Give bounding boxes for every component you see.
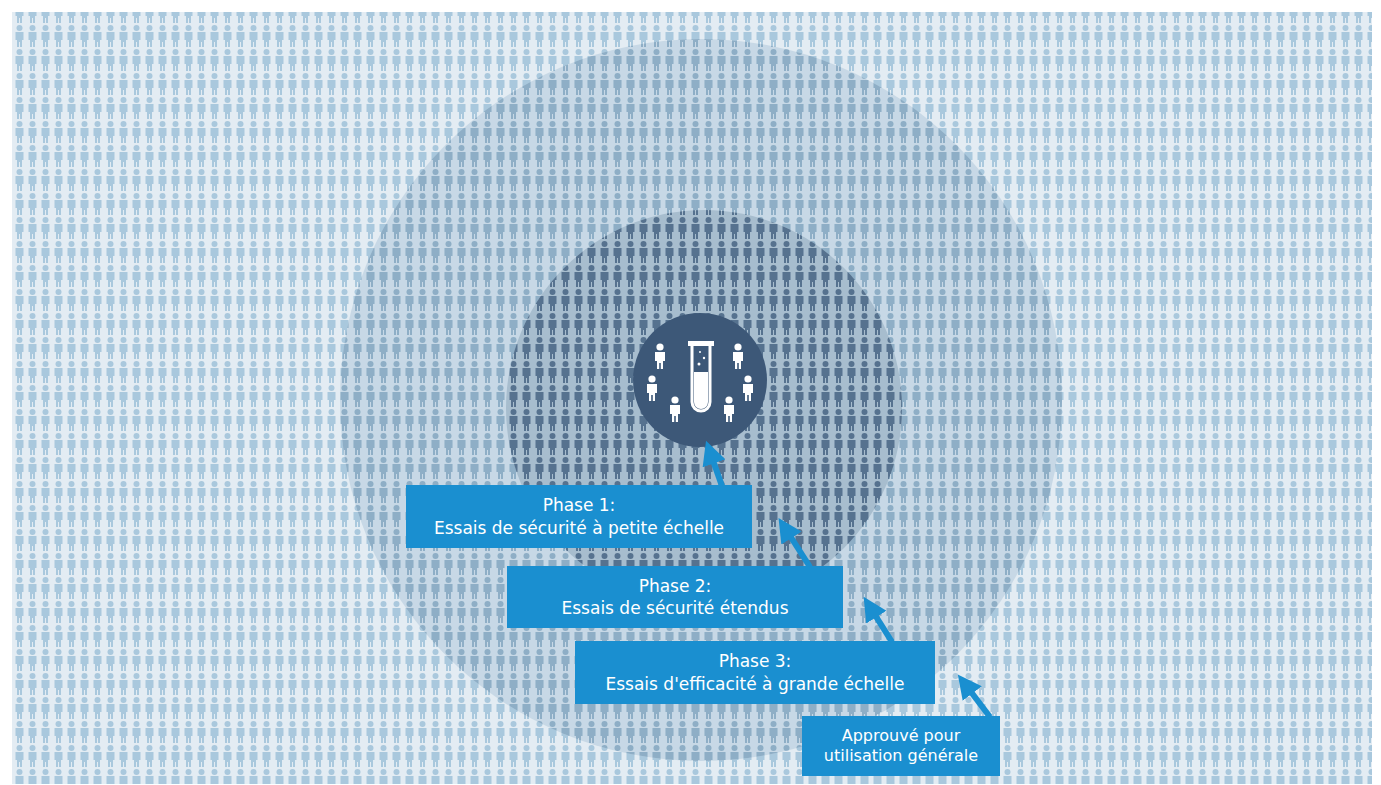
outer-circle — [340, 39, 1062, 761]
pointer-arrow — [965, 684, 990, 717]
population-pattern — [12, 12, 1372, 784]
phase-heading: Phase 2: — [639, 575, 712, 597]
phase-heading: Phase 1: — [543, 494, 616, 516]
pointer-arrow — [710, 452, 722, 486]
phase-label-box: Phase 2:Essais de sécurité étendus — [507, 566, 843, 628]
phase-label-box: Approuvé pour utilisation générale — [802, 716, 1000, 776]
pointer-arrow — [785, 528, 810, 567]
outer-circle-people — [340, 39, 1062, 761]
inner-circle — [633, 313, 767, 447]
background — [12, 12, 1372, 784]
phase-description: Approuvé pour utilisation générale — [810, 726, 992, 766]
phase-label-box: Phase 1:Essais de sécurité à petite éche… — [406, 485, 752, 548]
phase-description: Essais d'efficacité à grande échelle — [606, 673, 905, 695]
phase-description: Essais de sécurité à petite échelle — [434, 517, 724, 539]
pointer-arrow — [870, 607, 892, 642]
phase-heading: Phase 3: — [719, 650, 792, 672]
phase-description: Essais de sécurité étendus — [562, 597, 789, 619]
phase-label-box: Phase 3:Essais d'efficacité à grande éch… — [575, 641, 935, 704]
test-group-icon — [647, 341, 753, 422]
